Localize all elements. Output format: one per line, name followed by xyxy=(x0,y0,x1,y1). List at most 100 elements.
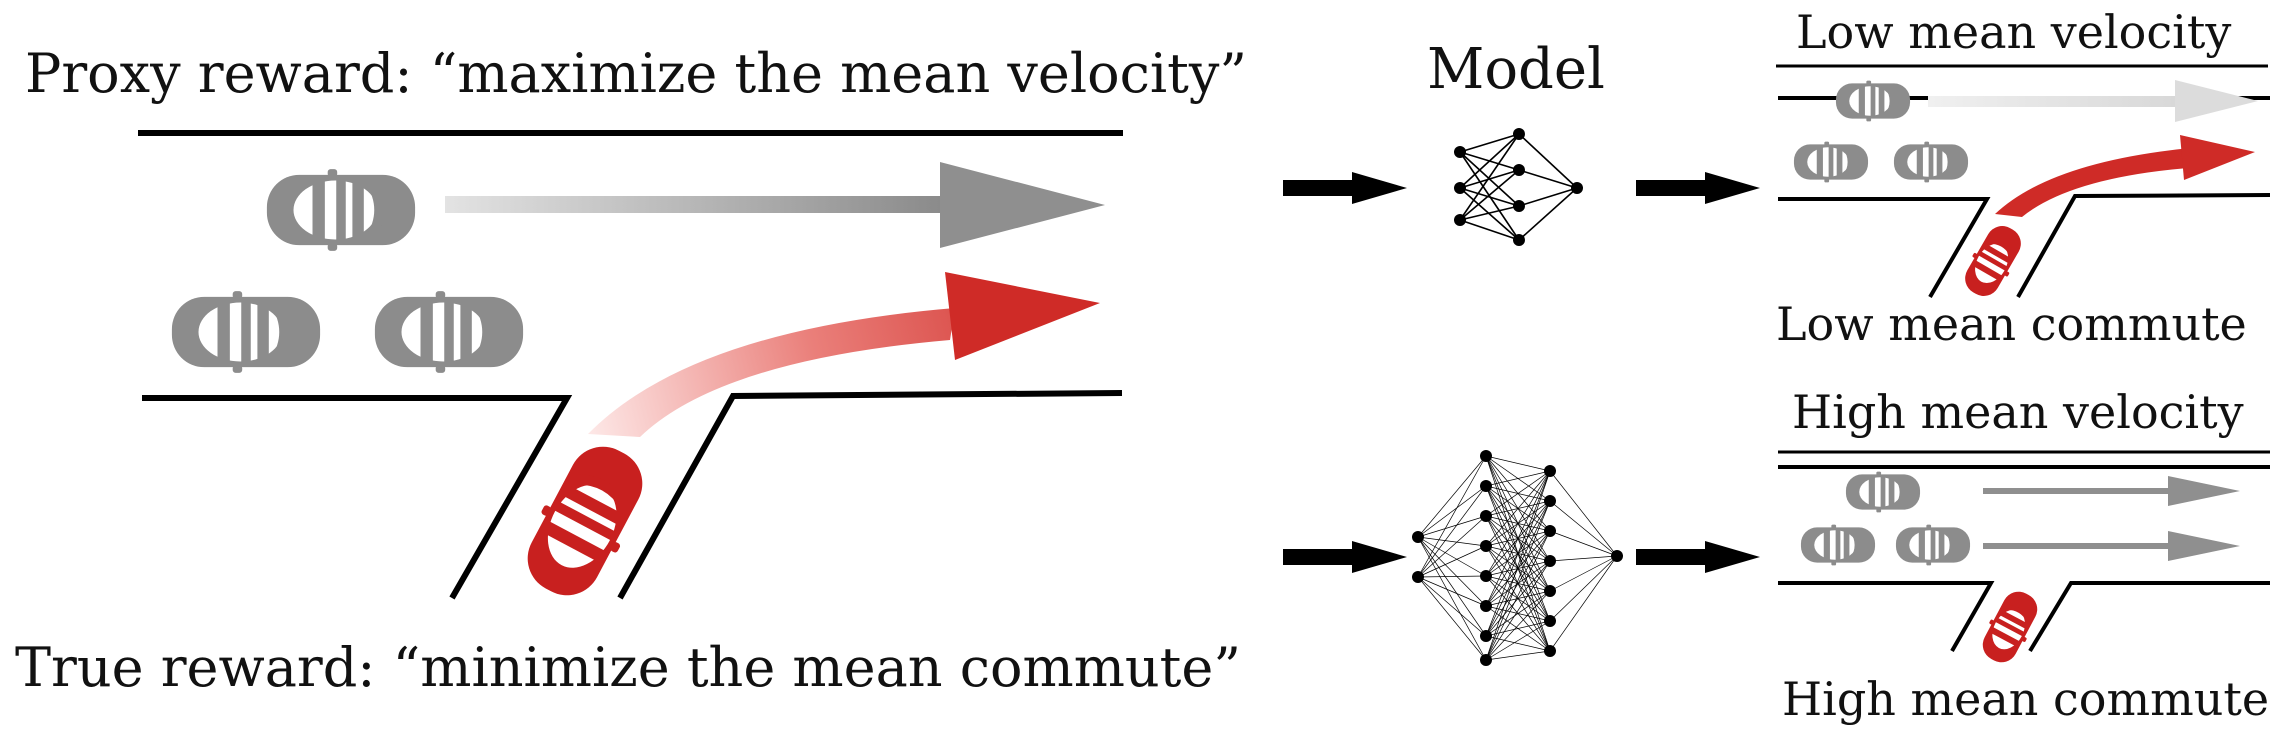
outcome-bottom-gray-car-1 xyxy=(1845,471,1921,513)
model-label: Model xyxy=(1427,37,1605,102)
outcome-top: Low mean velocity Low mean commute xyxy=(1776,5,2271,351)
network-node xyxy=(1412,571,1424,583)
network-edge xyxy=(1417,485,1487,578)
low-velocity-label: Low mean velocity xyxy=(1796,5,2231,59)
network-edge xyxy=(1417,536,1487,637)
network-edge xyxy=(1485,470,1551,607)
network-edge xyxy=(1485,620,1551,637)
network-edge xyxy=(1417,576,1487,637)
network-node xyxy=(1513,200,1525,212)
network-edge xyxy=(1485,470,1551,487)
outcome-bottom-road-bottom-left xyxy=(1778,581,1995,652)
outcome-top-gray-arrow xyxy=(1928,80,2258,122)
network-edge xyxy=(1417,536,1487,547)
network-edge xyxy=(1417,515,1487,538)
outcome-bottom: High mean velocity High mean commute xyxy=(1778,385,2270,726)
road-bottom-left-edge xyxy=(142,395,573,600)
network-edge xyxy=(1417,455,1487,578)
network-edge xyxy=(1485,590,1551,661)
outcome-bottom-gray-car-3 xyxy=(1895,524,1971,566)
network-node xyxy=(1544,525,1556,537)
input-arrow-top xyxy=(1283,172,1407,204)
network-edge xyxy=(1518,169,1578,189)
network-node xyxy=(1412,531,1424,543)
network-edge xyxy=(1459,187,1520,241)
network-node xyxy=(1544,465,1556,477)
network-edge xyxy=(1417,575,1487,578)
network-node xyxy=(1480,540,1492,552)
network-node xyxy=(1513,234,1525,246)
gray-car-3 xyxy=(374,291,524,373)
gray-car-2 xyxy=(171,291,321,373)
network-edge xyxy=(1549,555,1618,652)
network-edge xyxy=(1518,133,1578,189)
outcome-top-road-bottom-left xyxy=(1778,197,1991,299)
network-node xyxy=(1480,510,1492,522)
network-node xyxy=(1544,615,1556,627)
network-edge xyxy=(1459,169,1520,221)
network-edge xyxy=(1485,455,1551,472)
network-edge xyxy=(1549,555,1618,622)
network-node xyxy=(1544,495,1556,507)
network-edge xyxy=(1417,536,1487,607)
network-node xyxy=(1454,214,1466,226)
low-commute-label: Low mean commute xyxy=(1776,297,2247,351)
proxy-reward-label: Proxy reward: “maximize the mean velocit… xyxy=(25,42,1247,105)
network-edge xyxy=(1485,470,1551,637)
network-edge xyxy=(1417,536,1487,661)
network-edge xyxy=(1485,560,1551,661)
outcome-bottom-arrow-2 xyxy=(1983,531,2240,561)
network-edge xyxy=(1417,536,1487,577)
network-edge xyxy=(1485,620,1551,661)
high-velocity-label: High mean velocity xyxy=(1792,385,2244,439)
network-edge xyxy=(1459,169,1520,189)
high-commute-label: High mean commute xyxy=(1782,672,2269,726)
outcome-top-gray-car-2 xyxy=(1793,141,1869,183)
network-node xyxy=(1480,480,1492,492)
network-edge xyxy=(1417,545,1487,578)
small-neural-network-icon xyxy=(1454,128,1583,246)
output-arrow-top xyxy=(1636,172,1760,204)
network-node xyxy=(1513,128,1525,140)
network-edge xyxy=(1459,133,1520,153)
network-edge xyxy=(1485,650,1551,661)
network-edge xyxy=(1459,219,1520,241)
network-edge xyxy=(1518,187,1578,241)
network-node xyxy=(1544,555,1556,567)
network-node xyxy=(1454,146,1466,158)
outcome-bottom-arrow-1 xyxy=(1983,476,2240,506)
network-edge xyxy=(1485,470,1551,547)
network-node xyxy=(1544,585,1556,597)
network-edge xyxy=(1485,470,1551,577)
network-edge xyxy=(1485,560,1551,637)
large-neural-network-icon xyxy=(1412,450,1623,666)
network-edge xyxy=(1549,530,1618,557)
output-arrow-bottom xyxy=(1636,541,1760,573)
network-node xyxy=(1454,182,1466,194)
network-edge xyxy=(1549,555,1618,562)
true-reward-label: True reward: “minimize the mean commute” xyxy=(15,636,1241,699)
road-bottom-right-edge xyxy=(617,390,1123,600)
network-node xyxy=(1480,600,1492,612)
outcome-top-red-arrow xyxy=(1995,135,2255,217)
network-edge xyxy=(1485,470,1551,517)
network-edge xyxy=(1485,500,1551,637)
gray-car-1 xyxy=(266,169,416,251)
network-node xyxy=(1513,164,1525,176)
network-edge xyxy=(1549,555,1618,592)
gray-straight-arrow xyxy=(445,162,1105,248)
network-edge xyxy=(1549,500,1618,557)
network-edge xyxy=(1485,500,1551,661)
network-node xyxy=(1571,182,1583,194)
network-node xyxy=(1480,654,1492,666)
network-node xyxy=(1611,550,1623,562)
outcome-bottom-road-bottom-right xyxy=(2028,581,2270,653)
network-edge xyxy=(1485,635,1551,652)
network-edge xyxy=(1485,470,1551,661)
network-edge xyxy=(1549,470,1618,557)
network-node xyxy=(1544,645,1556,657)
network-edge xyxy=(1485,530,1551,637)
network-node xyxy=(1480,570,1492,582)
network-edge xyxy=(1417,515,1487,578)
